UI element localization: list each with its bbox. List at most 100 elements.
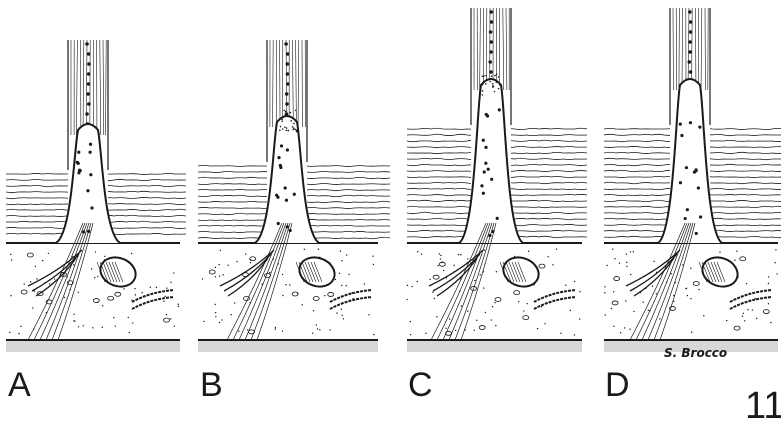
dome-granule: [486, 114, 489, 117]
stipple-dot: [410, 321, 411, 322]
release-dot: [285, 114, 287, 116]
vesicle: [495, 298, 501, 302]
stipple-dot: [135, 294, 136, 295]
vesicle: [612, 301, 618, 305]
shaft-granule: [687, 60, 691, 64]
shaft-granule: [87, 102, 91, 106]
stipple-dot: [340, 250, 341, 251]
release-dot: [483, 75, 485, 77]
stipple-dot: [368, 314, 369, 315]
stipple-dot: [633, 311, 634, 312]
shaft-granule: [286, 62, 290, 66]
stipple-dot: [445, 328, 446, 329]
dome-granule: [284, 186, 287, 189]
stipple-dot: [687, 295, 688, 296]
tubule: [730, 297, 772, 309]
panel-label-d: D: [605, 366, 630, 405]
panel-a: [6, 40, 186, 352]
release-dot: [286, 127, 288, 129]
stipple-dot: [518, 301, 519, 302]
shaft-granule: [689, 70, 693, 74]
stipple-dot: [439, 253, 440, 254]
stipple-dot: [579, 291, 580, 292]
stipple-dot: [73, 264, 74, 265]
stipple-dot: [613, 291, 614, 292]
vesicle: [108, 296, 114, 300]
shaft-granule: [87, 82, 91, 86]
stipple-dot: [768, 303, 769, 304]
stipple-dot: [449, 318, 450, 319]
dome-process: [255, 116, 319, 243]
stipple-dot: [30, 281, 31, 282]
dome-granule: [680, 134, 683, 137]
shaft-granule: [489, 40, 493, 44]
release-dot: [491, 75, 493, 77]
stipple-dot: [312, 332, 313, 333]
stipple-dot: [202, 278, 203, 279]
stipple-dot: [690, 268, 691, 269]
stipple-dot: [247, 329, 248, 330]
dome-granule: [483, 170, 486, 173]
stipple-dot: [282, 295, 283, 296]
dome-granule: [286, 148, 289, 151]
stipple-dot: [102, 327, 103, 328]
stipple-dot: [656, 293, 657, 294]
stipple-dot: [614, 258, 615, 259]
dome-process: [459, 79, 523, 243]
stipple-dot: [318, 249, 319, 250]
dome-granule: [679, 181, 682, 184]
stipple-dot: [341, 260, 342, 261]
stipple-dot: [606, 265, 607, 266]
dome-granule: [679, 122, 682, 125]
panel-label-b: B: [200, 366, 223, 405]
stipple-dot: [134, 288, 135, 289]
dome-granule: [496, 217, 499, 220]
stipple-dot: [437, 265, 438, 266]
stipple-dot: [64, 297, 65, 298]
stipple-dot: [221, 319, 222, 320]
stipple-dot: [611, 308, 612, 309]
stipple-dot: [770, 322, 771, 323]
dome-granule: [89, 173, 92, 176]
stipple-dot: [768, 276, 769, 277]
stipple-dot: [619, 262, 620, 263]
stipple-dot: [629, 328, 630, 329]
stipple-dot: [570, 310, 571, 311]
stipple-dot: [245, 253, 246, 254]
stipple-dot: [302, 304, 303, 305]
stipple-dot: [756, 318, 757, 319]
release-dot: [489, 81, 491, 83]
dome-process: [658, 79, 722, 243]
release-dot: [285, 130, 287, 132]
shaft-granule: [86, 92, 90, 96]
basement-band: [6, 340, 180, 352]
release-dot: [293, 123, 295, 125]
stipple-dot: [329, 329, 330, 330]
release-dot: [284, 127, 286, 129]
stipple-dot: [565, 284, 566, 285]
stipple-dot: [412, 286, 413, 287]
stipple-dot: [42, 260, 43, 261]
mitochondrion: [499, 253, 542, 292]
stipple-dot: [775, 249, 776, 250]
stipple-dot: [673, 301, 674, 302]
stipple-dot: [319, 329, 320, 330]
release-dot: [294, 129, 296, 131]
stipple-dot: [373, 264, 374, 265]
vesicle: [250, 257, 256, 261]
dome-granule: [280, 144, 283, 147]
vesicle: [614, 277, 620, 281]
dome-granule: [78, 169, 81, 172]
mitochondrion: [96, 253, 139, 292]
stipple-dot: [215, 304, 216, 305]
stipple-dot: [234, 302, 235, 303]
stipple-dot: [685, 288, 686, 289]
stipple-dot: [474, 280, 475, 281]
stipple-dot: [227, 264, 228, 265]
stipple-dot: [434, 298, 435, 299]
release-dot: [482, 90, 484, 92]
stipple-dot: [73, 320, 74, 321]
stipple-dot: [742, 315, 743, 316]
stipple-dot: [526, 303, 527, 304]
